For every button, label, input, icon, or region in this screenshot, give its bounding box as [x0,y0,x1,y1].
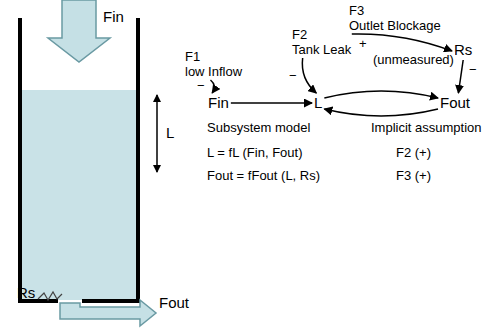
causal-arrow [324,91,438,98]
column-heading: Subsystem model [206,120,311,135]
node-title: F3 [349,3,441,18]
causal-arrow [352,34,452,51]
tank-level-label: L [165,124,175,142]
assumption: F2 (+) [395,145,432,160]
tank-flow-label: Fout [158,294,190,312]
assumption: F3 (+) [395,168,432,183]
water [22,90,136,300]
variable-node: L [312,93,324,113]
causal-arrow [231,102,312,104]
variable-node: Rs [452,40,474,60]
causal-arrow [210,80,214,93]
sign-label: − [196,78,206,93]
causal-arrow [302,58,316,93]
level-arrow [156,95,158,172]
sign-label: − [468,62,478,77]
column-heading: Implicit assumption [370,120,483,135]
fault-label: F1low Inflow [183,48,244,80]
causal-arrow [458,60,463,93]
variable-node: Fout [438,93,472,113]
causal-arrow [324,109,438,116]
note: (unmeasured) [372,52,455,67]
node-title: F2 [292,27,351,42]
sign-label: + [358,36,368,51]
node-text: Tank Leak [292,42,351,57]
outflow-arrow [60,300,156,326]
node-title: Fin [208,94,229,112]
node-title: F1 [185,49,242,64]
resistance-squiggle [38,292,62,300]
equation: L = fL (Fin, Fout) [206,145,304,160]
sign-label: − [288,68,298,83]
variable-node: Fin [206,93,231,113]
tank-flow-label: Fin [102,8,125,26]
node-title: Rs [454,41,472,59]
node-text: Outlet Blockage [349,18,441,33]
fault-label: F3Outlet Blockage [347,2,443,34]
node-title: L [314,94,322,112]
node-text: low Inflow [185,64,242,79]
tank-resistance-label: Rs [16,284,36,302]
inflow-arrow [48,0,110,62]
fault-label: F2Tank Leak [290,26,353,58]
equation: Fout = fFout (L, Rs) [206,168,321,183]
node-title: Fout [440,94,470,112]
